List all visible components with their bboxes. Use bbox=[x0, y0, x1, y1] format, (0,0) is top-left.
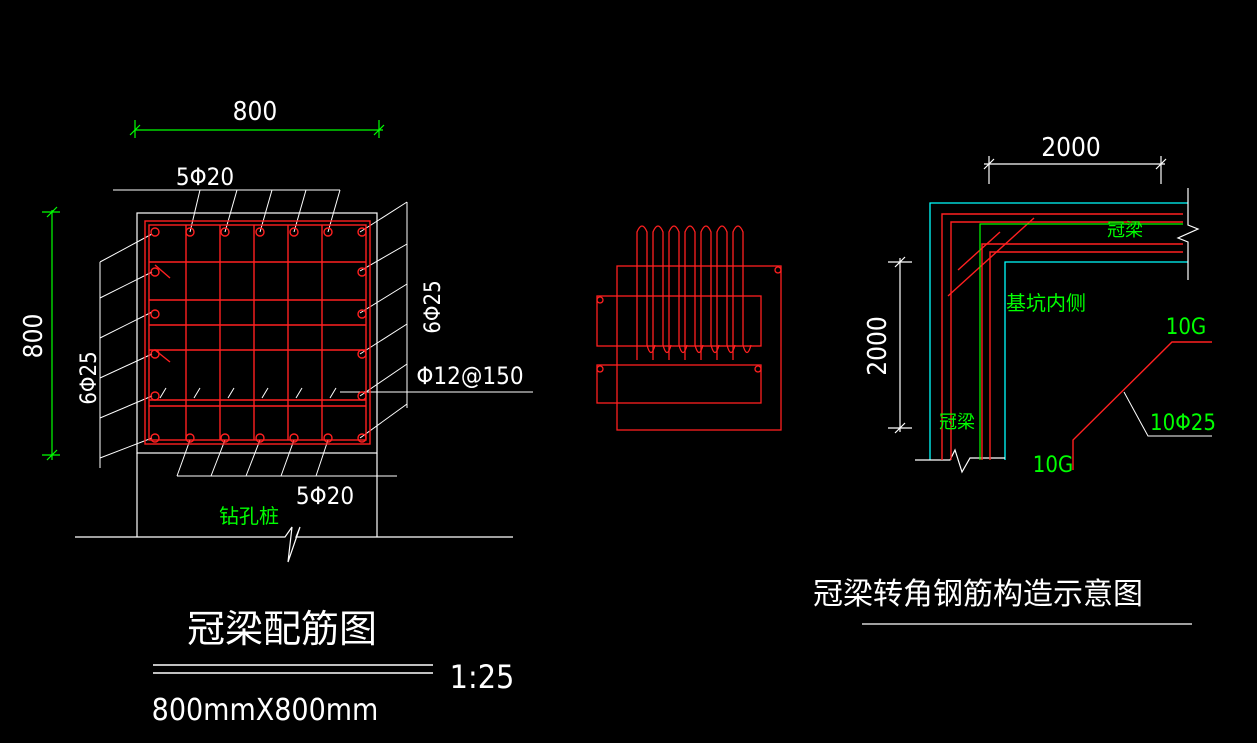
left-bars-leaders bbox=[99, 233, 153, 468]
hook-bar bbox=[636, 225, 656, 360]
top-bars-label: 5Φ20 bbox=[176, 163, 234, 191]
rebar-dot bbox=[255, 433, 265, 443]
left-side-bars-label: 6Φ25 bbox=[77, 351, 102, 404]
bottom-bars-leaders bbox=[176, 439, 397, 477]
rebar-dot bbox=[289, 433, 299, 443]
corner-h-dimension bbox=[983, 156, 1167, 184]
break-lines bbox=[915, 188, 1200, 474]
hook-bar bbox=[652, 225, 672, 360]
hook-bar bbox=[732, 225, 752, 360]
rebar-dot bbox=[357, 267, 367, 277]
rebar-dot bbox=[323, 227, 333, 237]
anchor-label-bottom: 10G bbox=[1033, 453, 1074, 478]
hook-bar bbox=[684, 225, 704, 360]
right-side-bars-label: 6Φ25 bbox=[421, 280, 446, 333]
section-title-underline bbox=[153, 664, 433, 674]
pile-label: 钻孔桩 bbox=[219, 504, 279, 528]
rebar-dot bbox=[255, 227, 265, 237]
bottom-bars-label: 5Φ20 bbox=[296, 482, 354, 510]
rebar-dot bbox=[185, 433, 195, 443]
rebar-dot bbox=[150, 391, 160, 401]
crown-beam-section-drawing: 800 800 5Φ20 bbox=[19, 97, 533, 728]
pit-inner-label: 基坑内侧 bbox=[1006, 291, 1086, 315]
corner-title: 冠梁转角钢筋构造示意图 bbox=[813, 577, 1143, 612]
rebar-dot bbox=[357, 309, 367, 319]
corner-h-dimension-label: 2000 bbox=[1041, 133, 1101, 163]
cage-outline bbox=[616, 265, 782, 431]
rebar-dot bbox=[150, 349, 160, 359]
corner-v-dimension bbox=[888, 256, 912, 434]
height-dimension-label: 800 bbox=[19, 314, 49, 359]
rebar-dot bbox=[323, 433, 333, 443]
corner-bars bbox=[941, 213, 1212, 470]
corner-green-bar bbox=[979, 223, 1183, 460]
rebar-dot bbox=[357, 227, 367, 237]
stirrup-cage-detail bbox=[596, 225, 782, 431]
section-scale: 1:25 bbox=[450, 658, 515, 696]
hook-bar bbox=[716, 225, 736, 360]
rebar-dot bbox=[357, 349, 367, 359]
rebar-dot bbox=[150, 309, 160, 319]
reinforcement-cage bbox=[144, 220, 371, 445]
stirrup-ticks bbox=[159, 387, 337, 399]
height-dimension bbox=[42, 206, 60, 461]
rebar-dot bbox=[289, 227, 299, 237]
corner-reinforcement-drawing: 2000 2000 bbox=[813, 133, 1216, 625]
hook-bar bbox=[700, 225, 720, 360]
right-bars-leaders bbox=[359, 201, 408, 439]
beam-label-top: 冠梁 bbox=[1107, 220, 1143, 241]
rebar-dot bbox=[150, 227, 160, 237]
beam-label-side: 冠梁 bbox=[939, 412, 975, 433]
rebar-dot bbox=[185, 227, 195, 237]
bar-label: 10Φ25 bbox=[1150, 411, 1216, 436]
rebar-dot bbox=[220, 227, 230, 237]
hook-bar bbox=[668, 225, 688, 360]
section-size-note: 800mmX800mm bbox=[152, 693, 379, 728]
width-dimension bbox=[129, 120, 385, 138]
width-dimension-label: 800 bbox=[233, 97, 278, 127]
concrete-outline bbox=[75, 212, 513, 563]
bar-leader bbox=[1123, 391, 1212, 437]
rebar-dot bbox=[357, 391, 367, 401]
longitudinal-bars bbox=[150, 227, 367, 443]
cage-lower-band bbox=[596, 364, 762, 404]
rebar-dot bbox=[150, 433, 160, 443]
corner-v-dimension-label: 2000 bbox=[863, 316, 893, 376]
section-title: 冠梁配筋图 bbox=[187, 607, 377, 651]
stirrup-label: Φ12@150 bbox=[416, 362, 523, 390]
beam-outline bbox=[929, 202, 1188, 460]
rebar-dot bbox=[220, 433, 230, 443]
cage-hooks bbox=[636, 225, 752, 360]
rebar-dot bbox=[150, 267, 160, 277]
rebar-dot bbox=[357, 433, 367, 443]
anchor-label-top: 10G bbox=[1166, 315, 1207, 340]
